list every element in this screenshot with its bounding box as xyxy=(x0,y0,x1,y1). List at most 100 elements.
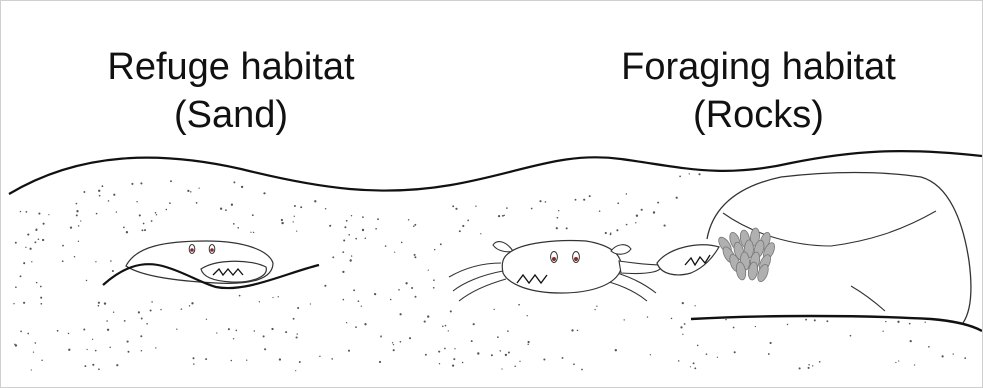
sand-grain xyxy=(409,337,411,339)
sand-grain xyxy=(353,289,355,291)
foraging-crab-big-claw xyxy=(657,245,719,275)
rock xyxy=(691,173,982,332)
sand-grain xyxy=(678,360,680,362)
sand-grain xyxy=(459,230,461,232)
sand-grain xyxy=(414,254,416,256)
sand-grain xyxy=(641,209,643,211)
sand-grain xyxy=(293,318,295,320)
sand-grain xyxy=(246,360,247,361)
sand-grain xyxy=(98,190,100,192)
sand-grain xyxy=(76,210,78,212)
sand-grain xyxy=(355,326,357,328)
sand-grain xyxy=(583,199,585,201)
sand-grain xyxy=(176,329,177,330)
sand-grain xyxy=(297,333,298,334)
sand-grain xyxy=(279,358,281,360)
sand-grain xyxy=(814,319,816,321)
sand-grain xyxy=(190,191,191,192)
sand-grain xyxy=(452,364,454,366)
sand-grain xyxy=(399,313,401,315)
sand-grain xyxy=(231,204,233,206)
sand-grain xyxy=(462,362,464,364)
sand-grain xyxy=(34,241,36,243)
sand-grain xyxy=(139,214,141,216)
sand-grain xyxy=(252,214,254,216)
sand-grain xyxy=(192,357,194,359)
sand-grain xyxy=(393,349,395,351)
sand-grain xyxy=(300,206,302,208)
sand-grain xyxy=(143,223,145,225)
sand-grain xyxy=(494,309,495,310)
sand-grain xyxy=(299,361,301,363)
sand-grain xyxy=(501,368,502,369)
sand-grain xyxy=(138,311,140,313)
sand-grain xyxy=(83,191,85,193)
sand-grain xyxy=(433,287,435,289)
sand-grain xyxy=(237,227,239,229)
sand-grain xyxy=(505,354,507,356)
crab-leg xyxy=(453,271,503,291)
sand-grain xyxy=(647,316,648,317)
sand-grain xyxy=(414,256,416,258)
foraging-habitat-label: Foraging habitat (Rocks) xyxy=(586,43,931,139)
sand-grain xyxy=(725,319,726,320)
sand-grain xyxy=(220,208,222,210)
sand-grain xyxy=(141,350,142,351)
foraging-habitat-title: Foraging habitat xyxy=(586,43,931,91)
sand-grain xyxy=(819,361,821,363)
sand-grain xyxy=(83,329,85,331)
sand-grain xyxy=(438,351,440,353)
sand-grain xyxy=(346,322,347,323)
sand-grain xyxy=(123,227,125,229)
sand-grain xyxy=(20,211,21,212)
sand-grain xyxy=(128,351,130,353)
sand-grain xyxy=(392,342,393,343)
sand-grain xyxy=(76,203,78,205)
sand-grain xyxy=(375,228,377,230)
sand-grain xyxy=(285,331,287,333)
sand-grain xyxy=(676,197,678,199)
sand-grain xyxy=(151,220,153,222)
sand-grain xyxy=(679,176,681,178)
crab-leg xyxy=(449,263,501,277)
sand-grain xyxy=(141,318,143,320)
sand-grain xyxy=(440,243,442,245)
sand-grain xyxy=(346,220,348,222)
sand-grain xyxy=(653,211,655,213)
sand-grain xyxy=(263,335,265,337)
foraging-crab-pupil-right xyxy=(574,257,578,261)
sand-grain xyxy=(263,192,265,194)
sand-grain xyxy=(325,208,327,210)
sand-grain xyxy=(166,209,168,211)
sand-grain xyxy=(770,342,772,344)
buried-crab-pupil-left xyxy=(190,248,194,252)
sand-grain xyxy=(682,302,684,304)
sand-grain xyxy=(104,302,106,304)
sand-grain xyxy=(216,332,217,333)
sand-grain xyxy=(398,289,400,291)
sand-grain xyxy=(23,262,25,264)
sand-grain xyxy=(424,321,426,323)
sand-grain xyxy=(126,231,128,233)
sand-grain xyxy=(507,330,509,332)
sand-grain xyxy=(43,223,45,225)
sand-grain xyxy=(393,344,394,345)
buried-crab-claw xyxy=(201,261,266,282)
sand-grain xyxy=(235,330,237,332)
sand-grain xyxy=(241,186,243,188)
sand-grain xyxy=(233,181,235,183)
sand-grain xyxy=(146,323,148,325)
sand-grain xyxy=(239,295,241,297)
sand-grain xyxy=(799,367,801,369)
sand-grain xyxy=(36,228,38,230)
sand-grain xyxy=(365,238,367,240)
sand-grain xyxy=(25,247,26,248)
sand-grain xyxy=(626,224,628,226)
sand-grain xyxy=(74,256,75,257)
sand-grain xyxy=(40,303,42,305)
sand-grain xyxy=(26,211,28,213)
sand-grain xyxy=(909,323,911,325)
sand-grain xyxy=(452,205,454,207)
sand-grain xyxy=(38,239,40,241)
sand-grain xyxy=(473,323,475,325)
